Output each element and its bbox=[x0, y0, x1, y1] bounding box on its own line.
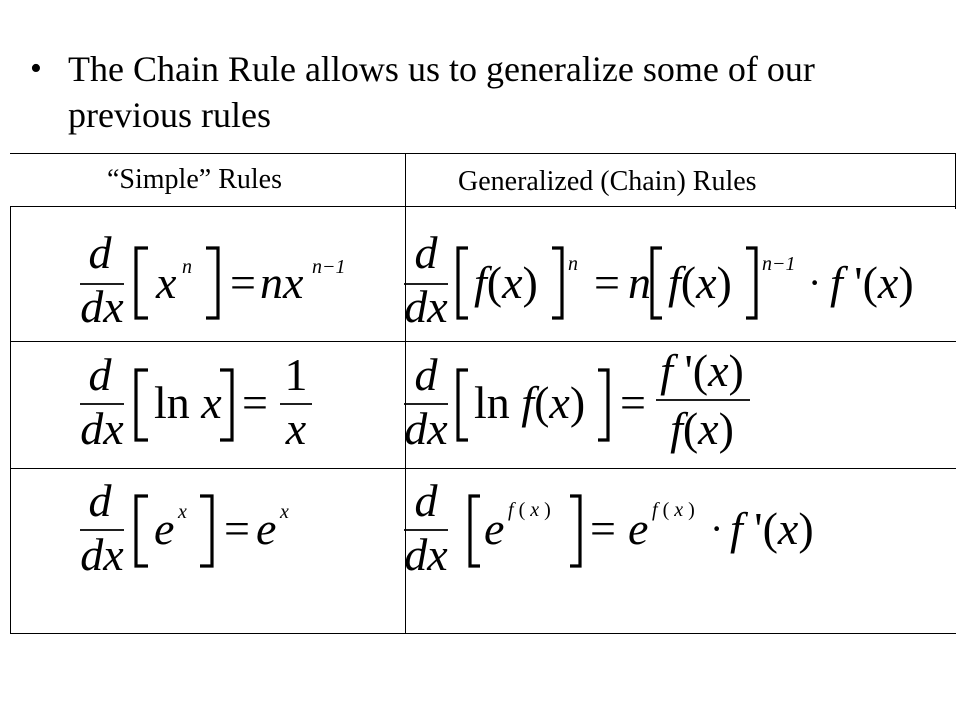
power-rule-formula: d dx x n = nx n−1 bbox=[80, 227, 346, 332]
svg-text:n: n bbox=[182, 256, 192, 278]
svg-text:f '(x): f '(x) bbox=[730, 503, 814, 554]
svg-text:n−1: n−1 bbox=[312, 256, 346, 278]
svg-text:d: d bbox=[89, 227, 113, 278]
svg-text:=: = bbox=[224, 503, 250, 554]
svg-text:e: e bbox=[256, 503, 276, 554]
svg-text:dx: dx bbox=[80, 403, 124, 454]
table-column-divider bbox=[405, 153, 406, 634]
svg-text:n: n bbox=[628, 257, 651, 308]
svg-text:f(x): f(x) bbox=[474, 257, 538, 308]
table-bottom-border bbox=[10, 633, 956, 634]
general-log-rule-formula: d dx ln f(x) = f '(x) f(x) bbox=[404, 345, 750, 454]
svg-text:d: d bbox=[415, 349, 439, 400]
svg-text:e: e bbox=[484, 503, 504, 554]
svg-text:x: x bbox=[279, 501, 289, 523]
log-rule-formula: d dx ln x = 1 x bbox=[80, 349, 312, 454]
table-right-border bbox=[955, 153, 956, 209]
svg-text:f(x): f(x) bbox=[668, 257, 732, 308]
svg-text:f ( x ): f ( x ) bbox=[652, 499, 695, 521]
svg-text:ln x: ln x bbox=[154, 377, 222, 428]
svg-text:d: d bbox=[89, 475, 113, 526]
svg-text:e: e bbox=[628, 503, 648, 554]
svg-text:x: x bbox=[177, 501, 187, 523]
svg-text:=: = bbox=[590, 503, 616, 554]
svg-text:=: = bbox=[620, 377, 646, 428]
svg-text:dx: dx bbox=[80, 529, 124, 580]
svg-text:f '(x): f '(x) bbox=[660, 345, 744, 396]
svg-text:=: = bbox=[230, 257, 256, 308]
svg-text:n: n bbox=[568, 253, 578, 275]
general-exp-rule-formula: d dx e f ( x ) = e f ( x ) · f '(x) bbox=[404, 475, 814, 580]
svg-text:f '(x): f '(x) bbox=[830, 257, 914, 308]
svg-text:d: d bbox=[89, 349, 113, 400]
svg-text:dx: dx bbox=[404, 281, 448, 332]
svg-text:dx: dx bbox=[404, 529, 448, 580]
svg-text:·: · bbox=[808, 260, 821, 305]
header-generalized-rules: Generalized (Chain) Rules bbox=[458, 166, 757, 197]
svg-text:=: = bbox=[594, 257, 620, 308]
svg-text:x: x bbox=[155, 257, 177, 308]
svg-text:dx: dx bbox=[80, 281, 124, 332]
svg-text:·: · bbox=[710, 506, 723, 551]
svg-text:dx: dx bbox=[404, 403, 448, 454]
svg-text:1: 1 bbox=[285, 349, 308, 400]
svg-text:=: = bbox=[242, 377, 268, 428]
svg-text:d: d bbox=[415, 227, 439, 278]
svg-text:e: e bbox=[154, 503, 174, 554]
table-row1-border bbox=[10, 341, 956, 342]
table-top-border bbox=[10, 153, 956, 154]
general-power-rule-formula: d dx f(x) n = n f(x) n−1 · f '(x) bbox=[404, 227, 914, 332]
svg-text:ln f(x): ln f(x) bbox=[474, 377, 585, 428]
svg-text:n−1: n−1 bbox=[762, 253, 796, 275]
svg-text:x: x bbox=[285, 403, 307, 454]
bullet-text: The Chain Rule allows us to generalize s… bbox=[68, 49, 815, 135]
svg-text:f(x): f(x) bbox=[670, 403, 734, 454]
table-row2-border bbox=[10, 468, 956, 469]
svg-text:nx: nx bbox=[260, 257, 304, 308]
table-left-border bbox=[10, 206, 11, 634]
svg-text:d: d bbox=[415, 475, 439, 526]
svg-text:f ( x ): f ( x ) bbox=[508, 499, 551, 521]
bullet-dot: • bbox=[30, 50, 42, 87]
exp-rule-formula: d dx e x = e x bbox=[80, 475, 289, 580]
table-header-border bbox=[10, 206, 956, 207]
header-simple-rules: “Simple” Rules bbox=[107, 164, 282, 195]
